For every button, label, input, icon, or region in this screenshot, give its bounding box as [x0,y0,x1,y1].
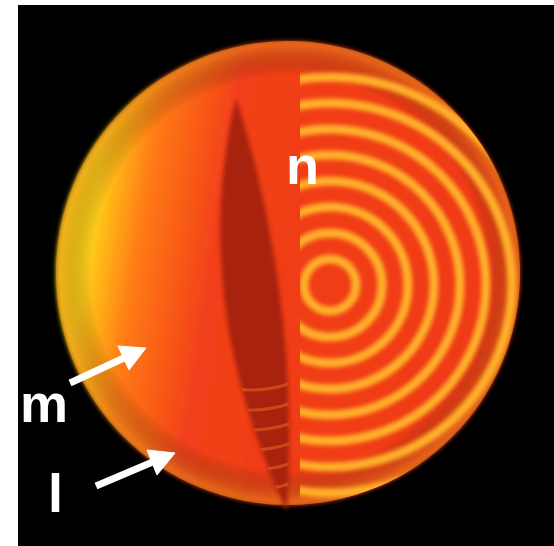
part-label: m [20,376,68,430]
arrowhead [147,450,175,475]
leader-line [96,461,155,486]
black-background [18,5,554,546]
leader-line [70,357,126,383]
cut-wedge [220,98,289,512]
arrowhead [118,346,146,370]
part-label: l [48,466,63,520]
part-label: n [286,138,319,192]
ring-pattern [122,77,538,493]
wedge-rings [200,380,300,490]
leader-arrows [70,346,175,486]
